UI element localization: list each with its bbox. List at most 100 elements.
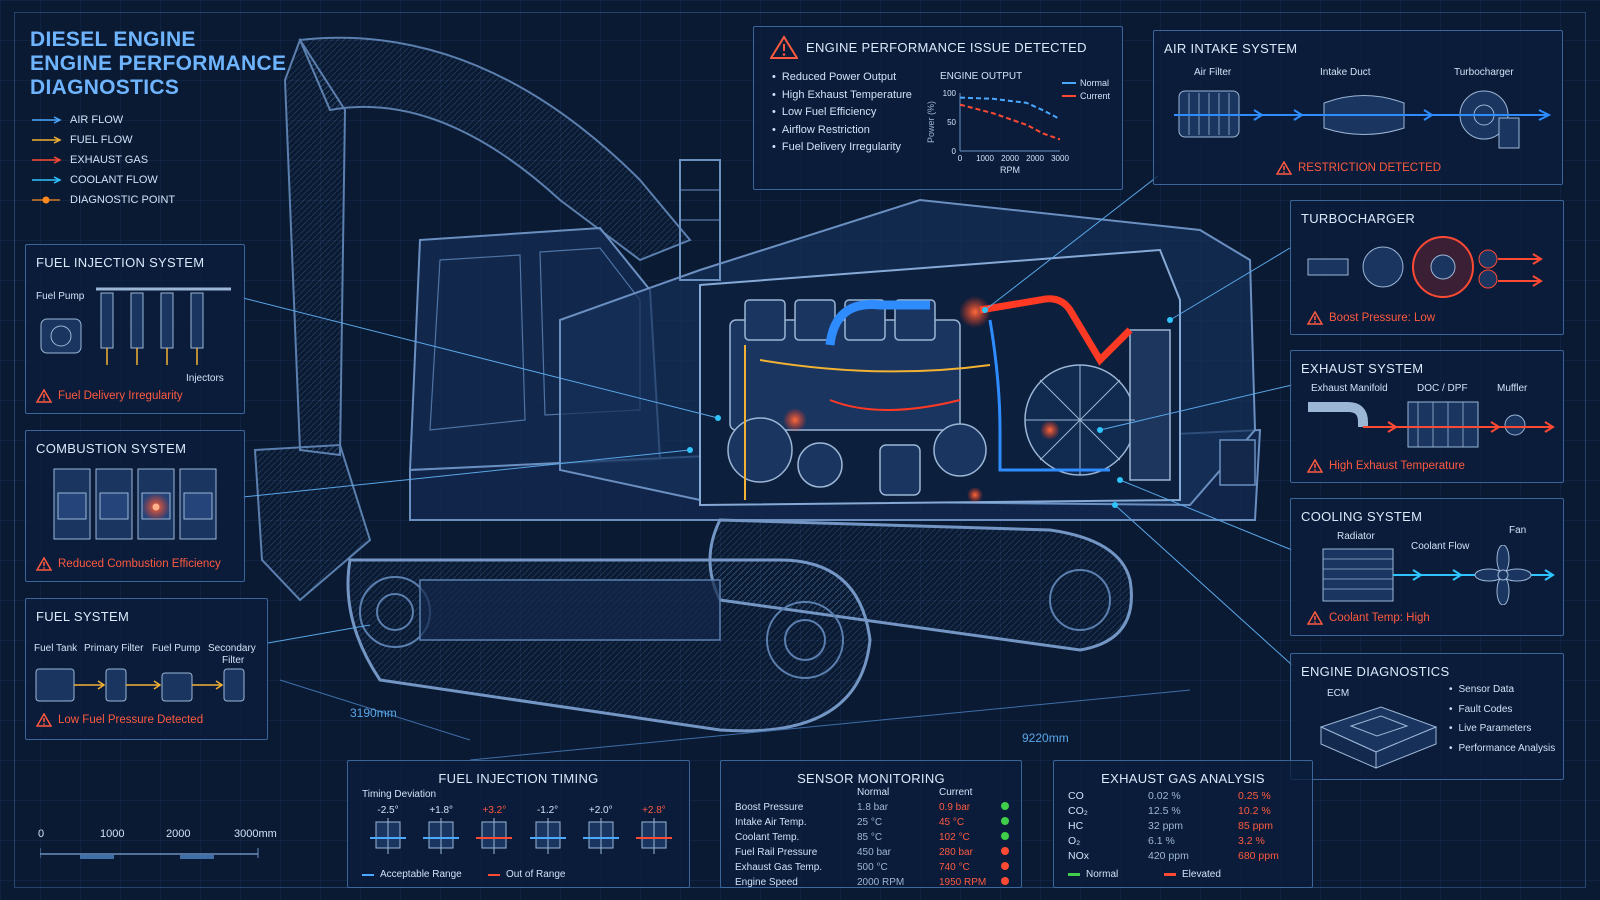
gas-normal: 420 ppm (1148, 849, 1189, 862)
timing-injector: -2.5° (366, 805, 410, 861)
timing-injector: +3.2° (472, 805, 516, 861)
gas-legend-elevated: Elevated (1164, 869, 1221, 880)
chart-y-tick: 100 (943, 89, 957, 98)
chart-x-tick: 3000 (1051, 154, 1069, 163)
legend-air-flow: AIR FLOW (32, 110, 175, 130)
sensor-panel: SENSOR MONITORING Normal Current Boost P… (720, 760, 1022, 888)
gas-elevated: 10.2 % (1238, 804, 1271, 817)
sensor-normal: 450 bar (857, 847, 891, 858)
timing-injector: +2.8° (632, 805, 676, 861)
cooling-warning: Coolant Temp: High (1307, 611, 1430, 625)
issue-item: Fuel Delivery Irregularity (772, 141, 912, 159)
issue-title: ENGINE PERFORMANCE ISSUE DETECTED (806, 40, 1087, 55)
sensor-status-dot (1001, 815, 1013, 830)
warning-icon (770, 35, 798, 59)
chart-legend-label: Normal (1080, 78, 1109, 88)
diagnostics-item: Sensor Data (1449, 684, 1555, 704)
ecm-icon (1319, 706, 1438, 769)
sensor-current: 45 °C (939, 817, 965, 828)
fuel-injection-warning: Fuel Delivery Irregularity (36, 389, 183, 403)
engine-diagnostics-panel: ENGINE DIAGNOSTICS ECM Sensor Data Fault… (1290, 653, 1564, 780)
ecm-label: ECM (1327, 688, 1350, 699)
sensor-status-dot (1001, 845, 1013, 860)
injector-icon (370, 818, 406, 854)
sensor-status-dot (1001, 860, 1013, 875)
timing-panel: FUEL INJECTION TIMING Timing Deviation -… (347, 760, 690, 888)
combustion-title: COMBUSTION SYSTEM (36, 441, 187, 456)
gas-normal: 12.5 % (1148, 804, 1181, 817)
warning-icon (1307, 459, 1323, 473)
scale-tick-3: 3000mm (234, 828, 277, 840)
exhaust-manifold-label: Exhaust Manifold (1311, 383, 1388, 394)
exhaust-title: EXHAUST SYSTEM (1301, 361, 1424, 376)
chart-y-tick: 0 (952, 147, 957, 156)
sensor-col-current: Current (939, 787, 973, 798)
timing-legend-ok: Acceptable Range (362, 869, 462, 880)
scale-tick-0: 0 (38, 828, 45, 840)
scale-bar: 0 1000 2000 3000mm (38, 828, 278, 864)
cooling-diagram (1322, 545, 1555, 605)
chart-ylabel: Power (%) (926, 101, 936, 143)
warning-icon (1276, 161, 1292, 175)
sensor-current: 280 bar (939, 847, 973, 858)
intake-duct-label: Intake Duct (1320, 67, 1371, 78)
sensor-status-dot (1001, 830, 1013, 845)
air-intake-diagram (1174, 90, 1552, 149)
timing-injector: +1.8° (419, 805, 463, 861)
timing-value: +2.8° (642, 805, 666, 816)
sensor-normal: 85 °C (857, 832, 883, 843)
sensor-current: 740 °C (939, 862, 970, 873)
gas-elevated: 680 ppm (1238, 849, 1279, 862)
exhaust-panel: EXHAUST SYSTEM Exhaust Manifold DOC / DP… (1290, 350, 1564, 483)
page-title: DIESEL ENGINE ENGINE PERFORMANCE DIAGNOS… (30, 28, 287, 99)
issue-item: Reduced Power Output (772, 71, 912, 89)
sensor-current: 102 °C (939, 832, 970, 843)
legend-fuel-flow: FUEL FLOW (32, 130, 175, 150)
gas-elevated: 0.25 % (1238, 789, 1271, 802)
injector-icon (423, 818, 460, 854)
doc-dpf-label: DOC / DPF (1417, 383, 1468, 394)
fuel-system-warning: Low Fuel Pressure Detected (36, 713, 203, 727)
diagnostics-list: Sensor Data Fault Codes Live Parameters … (1449, 684, 1556, 763)
timing-value: +1.8° (429, 805, 454, 816)
warning-icon (36, 557, 52, 571)
sensor-name: Fuel Rail Pressure (735, 847, 818, 858)
timing-value: +2.0° (588, 805, 613, 816)
warning-icon (36, 713, 52, 727)
gas-name: HC (1068, 819, 1084, 832)
scale-tick-2: 2000 (166, 828, 191, 840)
timing-values: -2.5°+1.8°+3.2°-1.2°+2.0°+2.8° (366, 805, 676, 861)
turbocharger-warning: Boost Pressure: Low (1307, 311, 1435, 325)
sensor-name: Boost Pressure (735, 802, 804, 813)
chart-x-tick: 0 (958, 154, 963, 163)
diagnostics-item: Live Parameters (1449, 723, 1555, 743)
air-intake-panel: AIR INTAKE SYSTEM Air Filter Intake Duct… (1153, 30, 1563, 185)
fuel-system-diagram (35, 668, 245, 702)
gas-elevated: 85 ppm (1238, 819, 1274, 832)
chart-title: ENGINE OUTPUT (940, 71, 1022, 82)
sensor-name: Engine Speed (735, 877, 798, 888)
cooling-panel: COOLING SYSTEM Radiator Coolant Flow Fan… (1290, 498, 1564, 636)
engine-diagnostics-title: ENGINE DIAGNOSTICS (1301, 664, 1450, 679)
turbocharger-panel: TURBOCHARGER Boost Pressure: Low (1290, 200, 1564, 335)
timing-title: FUEL INJECTION TIMING (438, 771, 599, 786)
issue-item: High Exhaust Temperature (772, 89, 912, 107)
flow-legend: AIR FLOW FUEL FLOW EXHAUST GAS COOLANT F… (32, 110, 175, 210)
injector-icon (529, 818, 566, 854)
muffler-label: Muffler (1497, 383, 1528, 394)
air-intake-warning: RESTRICTION DETECTED (1276, 161, 1441, 175)
timing-value: +3.2° (482, 805, 507, 816)
warning-icon (1307, 311, 1323, 325)
sensor-col-normal: Normal (857, 787, 890, 798)
diagnostics-item: Performance Analysis (1449, 743, 1556, 763)
